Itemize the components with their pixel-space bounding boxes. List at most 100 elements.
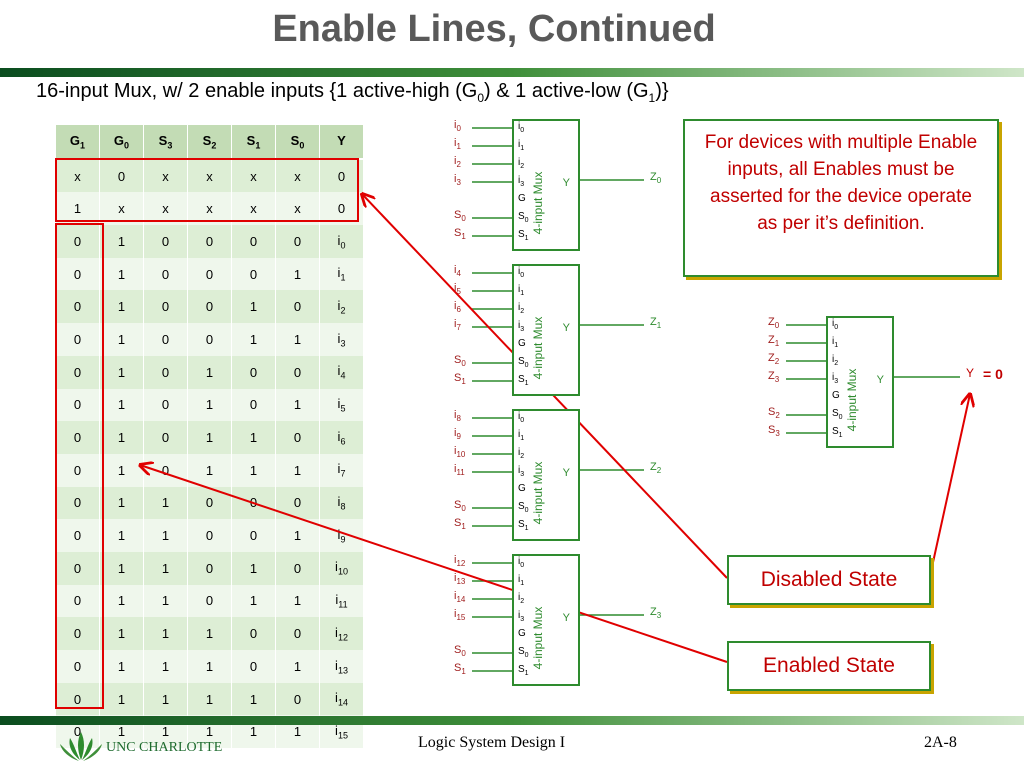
- table-cell: 1: [99, 650, 144, 683]
- table-cell: 1: [187, 617, 232, 650]
- table-cell: 0: [187, 323, 232, 356]
- mux-pin: G: [518, 193, 526, 204]
- table-cell: x: [231, 158, 276, 193]
- input-label: i12: [454, 554, 466, 569]
- mux-pin: i3: [518, 610, 525, 623]
- table-cell: i6: [319, 421, 364, 454]
- input-label: i14: [454, 590, 466, 605]
- mux-output-label: Z1: [650, 316, 662, 331]
- table-cell: x: [143, 158, 188, 193]
- table-cell: 0: [187, 519, 232, 552]
- table-cell: 0: [143, 323, 188, 356]
- table-cell: 0: [231, 617, 276, 650]
- table-cell: 0: [143, 290, 188, 324]
- table-cell: 0: [275, 421, 320, 454]
- mux-output-label: Z0: [650, 171, 662, 186]
- logo-text: UNC CHARLOTTE: [106, 740, 223, 755]
- mux-output-label: Z3: [650, 606, 662, 621]
- table-cell: x: [99, 192, 144, 226]
- mux-pin: S0: [518, 501, 529, 514]
- table-cell: 0: [231, 225, 276, 258]
- table-cell: i4: [319, 355, 364, 389]
- mux-pin: G: [518, 483, 526, 494]
- input-label: Z2: [768, 352, 780, 367]
- select-label: S0: [454, 644, 466, 659]
- table-cell: 1: [143, 650, 188, 683]
- mux-pin: S0: [518, 646, 529, 659]
- mux-output-pin: Y: [562, 612, 570, 624]
- table-header-cell: G1: [56, 125, 100, 160]
- table-cell: 0: [187, 257, 232, 291]
- table-cell: 1: [275, 323, 320, 356]
- unc-charlotte-logo-icon: [60, 732, 102, 761]
- table-cell: i3: [319, 323, 364, 356]
- table-cell: 1: [99, 551, 144, 585]
- table-cell: 1: [275, 650, 320, 683]
- mux-pin: i1: [518, 429, 525, 442]
- mux-pin: i2: [518, 447, 525, 460]
- mux-pin: S1: [518, 664, 529, 677]
- input-label: i7: [454, 318, 461, 333]
- table-cell: 1: [231, 323, 276, 356]
- table-cell: i1: [319, 257, 364, 291]
- table-cell: 1: [99, 486, 144, 520]
- table-cell: 0: [187, 290, 232, 324]
- table-cell: 1: [99, 421, 144, 454]
- table-cell: 0: [56, 551, 100, 585]
- table-cell: 1: [275, 257, 320, 291]
- table-cell: 0: [56, 650, 100, 683]
- table-cell: 0: [56, 453, 100, 487]
- table-cell: 1: [231, 290, 276, 324]
- table-cell: 1: [99, 323, 144, 356]
- table-cell: i14: [319, 682, 364, 716]
- table-cell: 0: [56, 421, 100, 454]
- table-cell: 0: [99, 158, 144, 193]
- mux-pin: i2: [832, 354, 839, 367]
- table-cell: 1: [187, 388, 232, 422]
- table-cell: 0: [275, 682, 320, 716]
- input-label: i6: [454, 300, 461, 315]
- table-cell: 0: [143, 388, 188, 422]
- mux-pin: i0: [518, 266, 525, 279]
- table-cell: x: [187, 192, 232, 226]
- table-header-cell: S0: [275, 125, 320, 160]
- table-cell: i9: [319, 519, 364, 552]
- table-cell: 1: [231, 682, 276, 716]
- table-cell: 0: [56, 355, 100, 389]
- table-cell: 0: [56, 617, 100, 650]
- table-cell: 1: [275, 519, 320, 552]
- table-cell: 1: [99, 257, 144, 291]
- enabled-state-label: Enabled State: [727, 641, 931, 691]
- mux-pin: i3: [518, 320, 525, 333]
- table-cell: 1: [99, 584, 144, 618]
- table-cell: i7: [319, 453, 364, 487]
- table-cell: 0: [143, 225, 188, 258]
- mux-pin: i1: [518, 574, 525, 587]
- input-label: i0: [454, 119, 461, 134]
- input-label: Z3: [768, 370, 780, 385]
- table-cell: i12: [319, 617, 364, 650]
- table-cell: 0: [275, 225, 320, 258]
- mux-pin: i1: [832, 336, 839, 349]
- table-cell: 1: [187, 453, 232, 487]
- table-cell: 1: [187, 682, 232, 716]
- table-cell: 1: [99, 682, 144, 716]
- table-cell: 1: [231, 421, 276, 454]
- table-cell: 1: [143, 486, 188, 520]
- select-label: S2: [768, 406, 780, 421]
- table-header-cell: S2: [187, 125, 232, 160]
- mux-pin: S0: [518, 211, 529, 224]
